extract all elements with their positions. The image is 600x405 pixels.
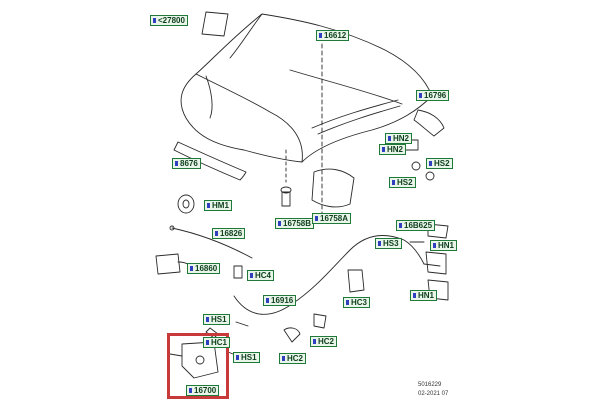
insulator-pad (311, 168, 355, 208)
callout-hc4: HC4 (247, 270, 275, 281)
callout-27800: <27800 (150, 15, 188, 26)
callout-hc3: HC3 (343, 297, 371, 308)
callout-16758b: 16758B (275, 218, 315, 229)
callout-hs2-a: HS2 (426, 158, 453, 169)
diagram-ref-number: 5016229 (418, 382, 442, 388)
callout-8676: 8676 (172, 158, 201, 169)
bump-stop (281, 191, 291, 207)
callout-16612: 16612 (316, 30, 350, 41)
hood-hinge (413, 109, 445, 137)
callout-16860: 16860 (187, 263, 221, 274)
callout-16826: 16826 (212, 228, 246, 239)
callout-hc1: HC1 (203, 337, 231, 348)
callout-hc2-a: HC2 (279, 353, 307, 364)
callout-hs1-b: HS1 (233, 352, 260, 363)
callout-hn2-a: HN2 (385, 133, 413, 144)
callout-hc2-b: HC2 (310, 336, 338, 347)
grommet (177, 194, 195, 214)
emblem-plate (201, 11, 229, 37)
callout-16758a: 16758A (312, 213, 352, 224)
diagram-date: 02-2021 07 (418, 391, 449, 397)
hood-bracket (155, 253, 181, 275)
hood-panel (180, 13, 433, 163)
callout-hn2-b: HN2 (379, 144, 407, 155)
callout-hm1: HM1 (204, 200, 232, 211)
prop-rod (171, 227, 253, 259)
callout-16916: 16916 (263, 295, 297, 306)
callout-hn1-a: HN1 (430, 240, 458, 251)
callout-hs1-a: HS1 (203, 314, 230, 325)
highlight-box (167, 333, 229, 399)
hood-striker (427, 223, 449, 239)
callout-16796: 16796 (416, 90, 450, 101)
callout-hn1-b: HN1 (410, 290, 438, 301)
callout-hs2-b: HS2 (389, 177, 416, 188)
release-cable (233, 234, 425, 315)
callout-16b625: 16B625 (396, 220, 436, 231)
callout-hs3: HS3 (375, 238, 402, 249)
callout-16700: 16700 (186, 385, 220, 396)
